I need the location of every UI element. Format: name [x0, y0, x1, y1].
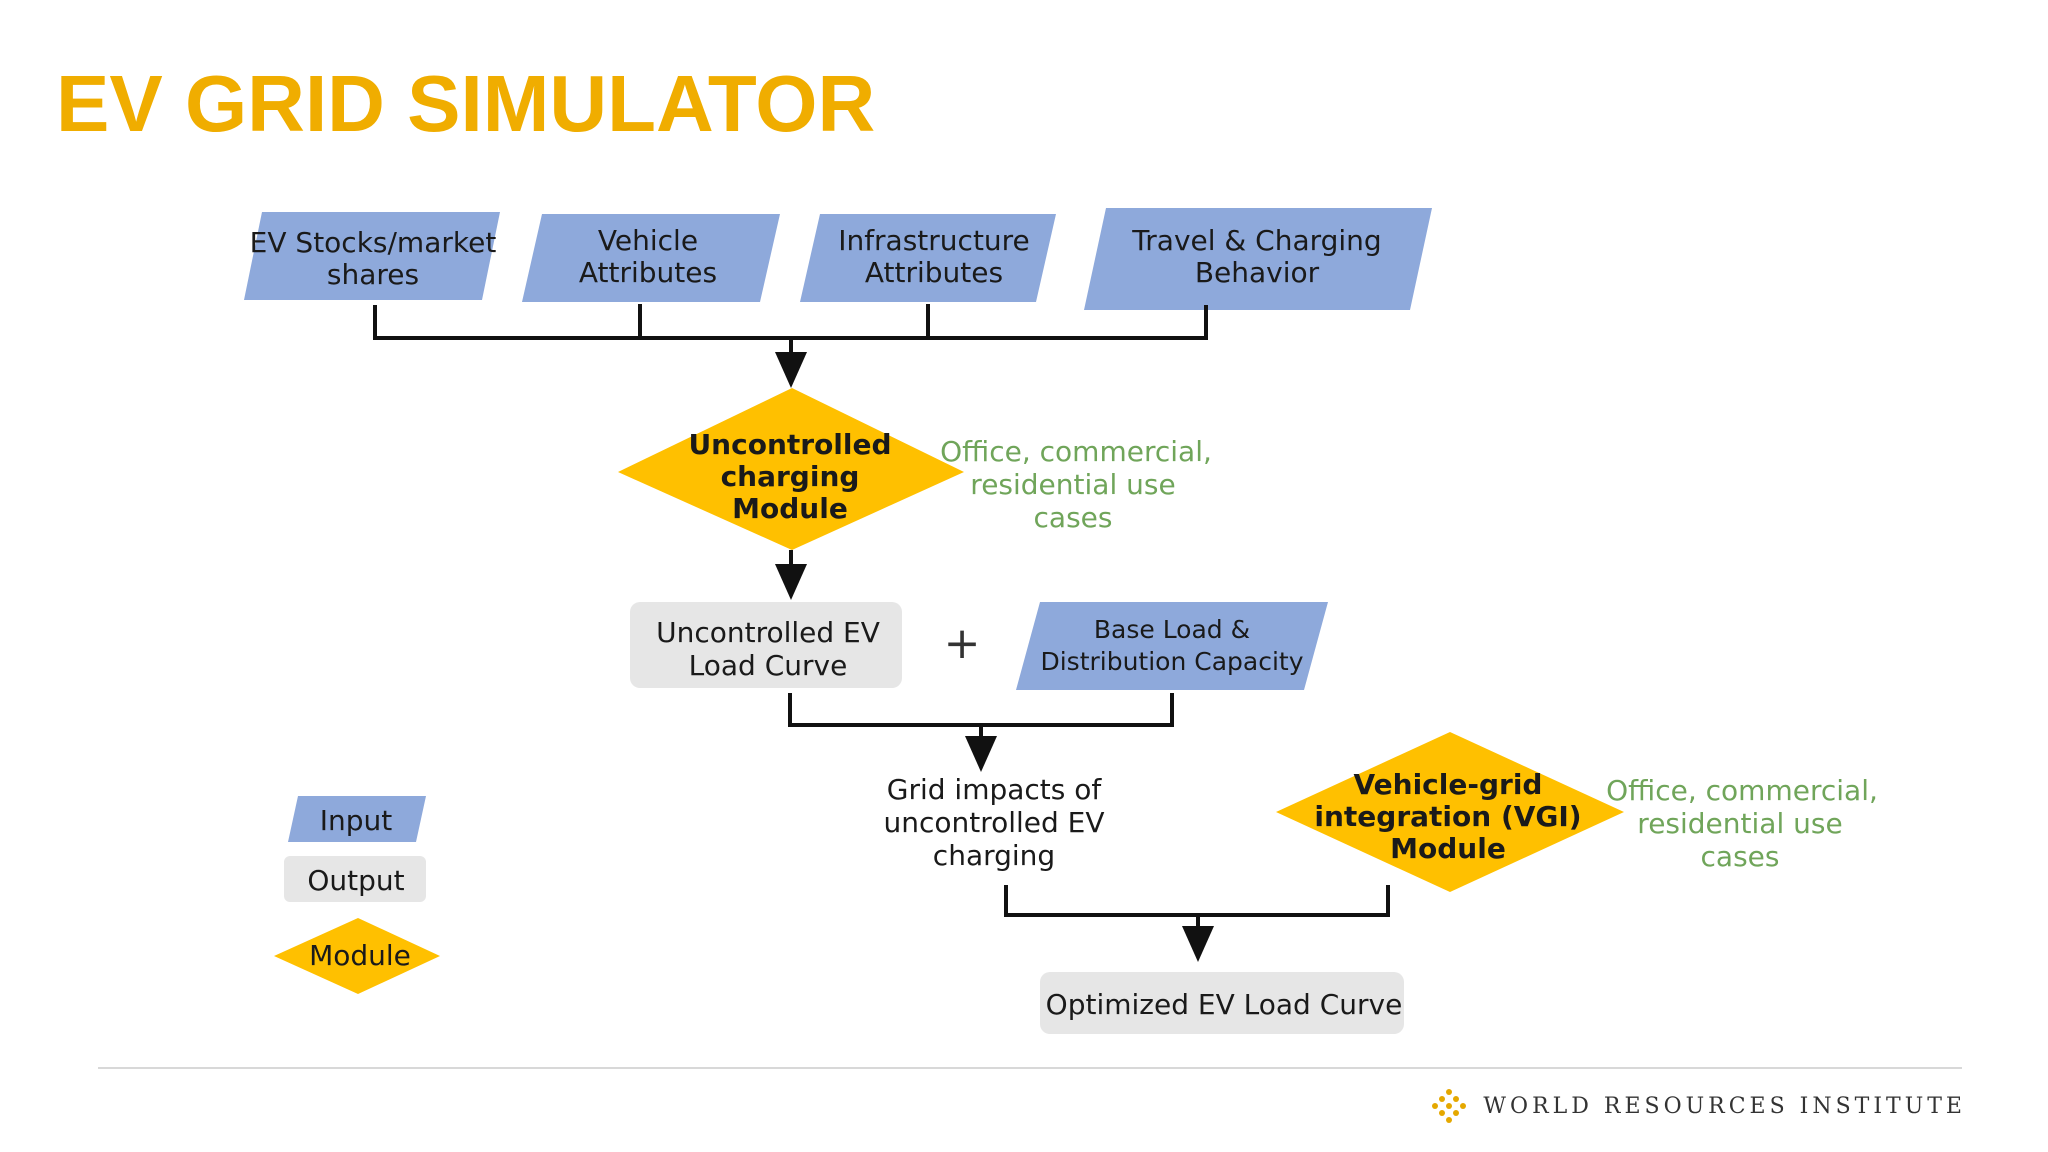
input-travel-charging-line2: Behavior	[1195, 256, 1320, 289]
page-title: EV GRID SIMULATOR	[56, 59, 876, 148]
grid-impacts-text: Grid impacts of uncontrolled EV charging	[883, 773, 1104, 872]
connector-to-optimized	[1004, 885, 1390, 962]
output-optimized-curve: Optimized EV Load Curve	[1040, 972, 1404, 1034]
connector-inputs-to-module	[373, 304, 1208, 388]
output-uncontrolled-curve-line1: Uncontrolled EV	[656, 616, 880, 649]
connector-to-grid-impacts	[788, 693, 1174, 772]
module-uncontrolled-line1: Uncontrolled	[688, 428, 891, 461]
legend-input-label: Input	[320, 804, 393, 837]
module-vgi-line2: integration (VGI)	[1314, 800, 1581, 833]
legend-module: Module	[274, 918, 440, 994]
input-vehicle-attributes-line1: Vehicle	[598, 224, 698, 257]
module-vgi-line3: Module	[1390, 832, 1506, 865]
note-use-cases-1-line1: Office, commercial,	[940, 435, 1212, 468]
input-vehicle-attributes-line2: Attributes	[579, 256, 717, 289]
legend-module-label: Module	[309, 939, 411, 972]
input-travel-charging-line1: Travel & Charging	[1131, 224, 1381, 257]
module-uncontrolled-charging: Uncontrolled charging Module	[618, 388, 964, 550]
plus-sign: +	[944, 618, 981, 669]
output-uncontrolled-curve-line2: Load Curve	[689, 649, 848, 682]
note-use-cases-1-line3: cases	[1034, 501, 1113, 534]
input-travel-charging: Travel & Charging Behavior	[1084, 208, 1432, 310]
output-optimized-curve-label: Optimized EV Load Curve	[1046, 988, 1403, 1021]
input-ev-stocks: EV Stocks/market shares	[244, 212, 500, 300]
grid-impacts-line2: uncontrolled EV	[883, 806, 1104, 839]
footer-divider	[98, 1067, 1962, 1069]
module-vgi-line1: Vehicle-grid	[1354, 768, 1543, 801]
input-infrastructure-attributes-line2: Attributes	[865, 256, 1003, 289]
input-infrastructure-attributes-line1: Infrastructure	[838, 224, 1030, 257]
note-use-cases-1-line2: residential use	[970, 468, 1175, 501]
legend-input: Input	[288, 796, 426, 842]
module-uncontrolled-line3: Module	[732, 492, 848, 525]
input-vehicle-attributes: Vehicle Attributes	[522, 214, 780, 302]
output-uncontrolled-curve: Uncontrolled EV Load Curve	[630, 602, 902, 688]
grid-impacts-line3: charging	[933, 839, 1055, 872]
legend: Input Output Module	[274, 796, 440, 994]
note-use-cases-2-line1: Office, commercial,	[1606, 774, 1878, 807]
module-uncontrolled-line2: charging	[721, 460, 860, 493]
input-base-load-line1: Base Load &	[1094, 615, 1250, 644]
footer-org-name: WORLD RESOURCES INSTITUTE	[1483, 1093, 1966, 1119]
grid-impacts-line1: Grid impacts of	[887, 773, 1103, 806]
input-ev-stocks-line1: EV Stocks/market	[250, 226, 497, 259]
note-use-cases-2-line2: residential use	[1637, 807, 1842, 840]
footer: WORLD RESOURCES INSTITUTE	[1429, 1086, 1966, 1126]
note-use-cases-2-line3: cases	[1701, 840, 1780, 873]
input-ev-stocks-line2: shares	[327, 258, 419, 291]
legend-output-label: Output	[307, 864, 404, 897]
module-vgi: Vehicle-grid integration (VGI) Module	[1276, 732, 1624, 892]
input-base-load: Base Load & Distribution Capacity	[1016, 602, 1328, 690]
note-use-cases-2: Office, commercial, residential use case…	[1606, 774, 1878, 873]
input-infrastructure-attributes: Infrastructure Attributes	[800, 214, 1056, 302]
wri-logo-icon	[1432, 1089, 1467, 1123]
note-use-cases-1: Office, commercial, residential use case…	[940, 435, 1212, 534]
input-base-load-line2: Distribution Capacity	[1040, 647, 1303, 676]
legend-output: Output	[284, 856, 426, 902]
